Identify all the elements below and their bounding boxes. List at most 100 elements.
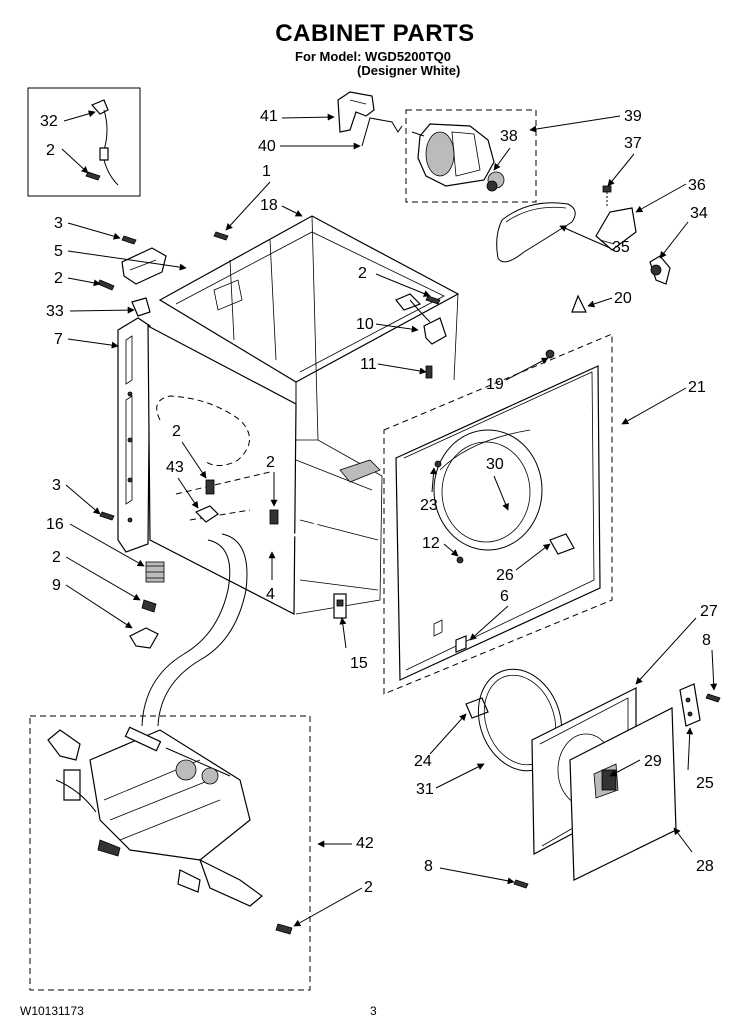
- part-43-clip: [194, 505, 219, 523]
- callout-1: 1: [262, 163, 271, 180]
- callout-6: 6: [500, 588, 509, 605]
- callout-2: 2: [52, 549, 61, 566]
- part-7-side-panel-bracket: [117, 317, 151, 553]
- leader-32: [63, 110, 96, 122]
- leader-36: [635, 183, 687, 213]
- part-41-bracket: [337, 91, 375, 133]
- callout-26: 26: [496, 567, 514, 584]
- leader-2: [67, 277, 101, 287]
- callout-18: 18: [260, 197, 278, 214]
- part-15-plug: [333, 593, 347, 619]
- callout-40: 40: [258, 138, 276, 155]
- part-2-screw-left: [97, 279, 115, 291]
- leader-arrows: [61, 110, 718, 927]
- callout-34: 34: [690, 205, 708, 222]
- part-2-screw-bottom: [275, 923, 293, 935]
- part-2-screw-43: [205, 479, 215, 495]
- callout-43: 43: [166, 459, 184, 476]
- callout-5: 5: [54, 243, 63, 260]
- part-26-door-catch: [549, 533, 575, 555]
- leader-31: [435, 763, 485, 789]
- leader-2: [375, 273, 431, 297]
- inset-box-wire-harness: [27, 87, 141, 197]
- leader-30: [493, 475, 509, 511]
- callout-2: 2: [358, 265, 367, 282]
- leader-5: [67, 250, 187, 271]
- part-3-screw-top: [121, 235, 137, 245]
- callout-11: 11: [360, 356, 377, 373]
- leader-1: [225, 181, 271, 231]
- leader-12: [443, 543, 459, 557]
- leader-2: [65, 556, 141, 601]
- part-20-bumper: [571, 294, 587, 313]
- part-1-screw: [213, 231, 229, 241]
- callout-4: 4: [266, 586, 275, 603]
- part-19-screw: [545, 349, 555, 359]
- part-8-screw-door: [513, 879, 529, 889]
- callout-31: 31: [416, 781, 434, 798]
- leader-11: [377, 363, 427, 375]
- leader-38: [493, 147, 511, 171]
- leader-20: [587, 297, 613, 308]
- leader-3: [65, 484, 101, 515]
- part-2-screw-9: [141, 599, 157, 613]
- leader-10: [375, 323, 419, 333]
- leader-8: [439, 867, 515, 885]
- part-42-burner-assembly: [47, 726, 263, 907]
- leader-21: [621, 387, 687, 425]
- leader-33: [69, 306, 135, 314]
- motor-assembly-box: [405, 109, 537, 203]
- part-37-screw: [602, 185, 612, 206]
- part-3-screw-lower: [99, 511, 115, 521]
- leader-37: [607, 153, 635, 187]
- page-title: CABINET PARTS: [275, 20, 475, 47]
- part-2-screw-4: [269, 509, 279, 525]
- cabinet-frame: [147, 215, 460, 615]
- leader-24: [429, 713, 467, 755]
- part-21-front-panel: [395, 365, 601, 681]
- leader-6: [469, 605, 509, 641]
- leader-2: [181, 441, 207, 479]
- part-10-door-switch: [395, 293, 447, 345]
- callout-39: 39: [624, 108, 642, 125]
- leader-18: [281, 205, 303, 217]
- callout-2: 2: [54, 270, 63, 287]
- leader-7: [67, 338, 119, 349]
- callout-2: 2: [266, 454, 275, 471]
- part-2-screw-inset: [85, 171, 101, 181]
- leader-29: [609, 759, 641, 777]
- callout-21: 21: [688, 379, 706, 396]
- callout-8: 8: [702, 632, 711, 649]
- leader-3: [67, 222, 121, 240]
- callout-2: 2: [364, 879, 373, 896]
- part-34-idler-pulley: [649, 255, 671, 285]
- leader-39: [529, 115, 621, 133]
- part-25-hinge: [679, 683, 701, 727]
- callout-36: 36: [688, 177, 706, 194]
- leader-2: [293, 887, 363, 927]
- part-9-clamp: [129, 627, 159, 649]
- part-11-screw: [425, 365, 433, 379]
- document-number: W10131173: [20, 1004, 84, 1018]
- leader-26: [515, 543, 551, 571]
- callout-3: 3: [52, 477, 61, 494]
- callout-10: 10: [356, 316, 374, 333]
- leader-27: [635, 617, 697, 685]
- callout-16: 16: [46, 516, 64, 533]
- callout-23: 23: [420, 497, 438, 514]
- part-2-screw-switch: [425, 295, 441, 305]
- leader-25: [686, 727, 694, 771]
- part-8-screw-hinge: [705, 693, 721, 703]
- leader-16: [69, 523, 145, 567]
- leader-19: [505, 357, 549, 381]
- leader-9: [65, 584, 133, 629]
- part-33-clip: [131, 297, 151, 317]
- callout-30: 30: [486, 456, 504, 473]
- callout-37: 37: [624, 135, 642, 152]
- callout-35: 35: [612, 239, 630, 256]
- callout-2: 2: [46, 142, 55, 159]
- callout-29: 29: [644, 753, 662, 770]
- leader-2: [61, 148, 89, 174]
- front-panel-dashed-box: [383, 333, 613, 695]
